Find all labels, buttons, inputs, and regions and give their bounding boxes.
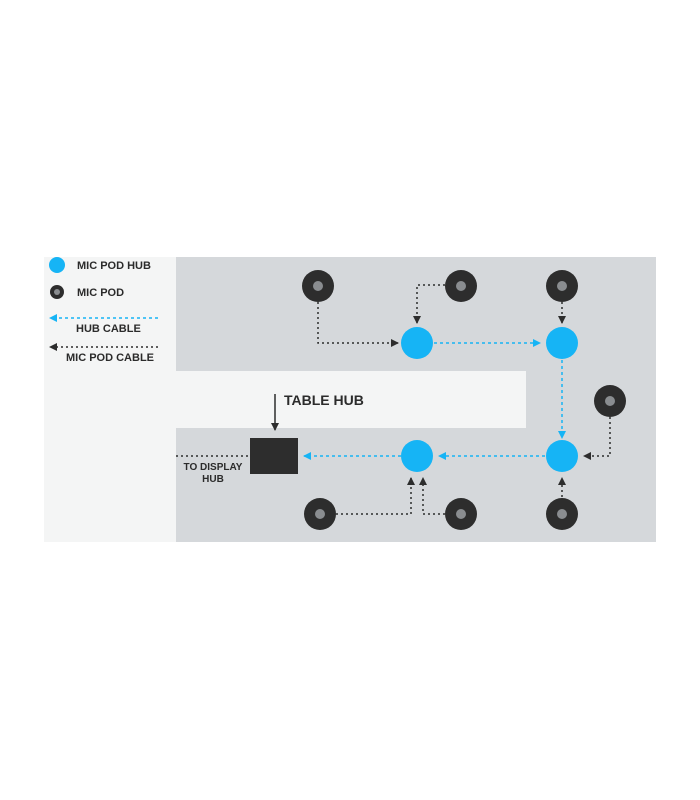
pod-cable-1 — [317, 302, 399, 347]
mic-pods — [302, 270, 626, 530]
mic-pod — [445, 498, 477, 530]
hub-cables — [303, 339, 566, 460]
table-hub-box — [250, 438, 298, 474]
legend-hub-label: MIC POD HUB — [77, 260, 151, 272]
legend-hub-cable-label: HUB CABLE — [76, 323, 141, 335]
mic-pod — [304, 498, 336, 530]
mic-pod — [546, 498, 578, 530]
mic-pod — [546, 270, 578, 302]
mic-pod — [594, 385, 626, 417]
mic-pod-hub — [546, 440, 578, 472]
legend: MIC POD HUB MIC POD HUB CABLE MIC POD CA… — [49, 257, 158, 364]
legend-pod-center — [54, 289, 60, 295]
legend-hub-swatch — [49, 257, 65, 273]
mic-pod-cables — [176, 284, 611, 515]
legend-pod-label: MIC POD — [77, 287, 124, 299]
to-display-label-line1: TO DISPLAY — [184, 462, 243, 473]
mic-pod-hub — [546, 327, 578, 359]
pod-cable-4 — [583, 417, 611, 460]
mic-pod-hub — [401, 440, 433, 472]
mic-pod — [302, 270, 334, 302]
legend-pod-cable-label: MIC POD CABLE — [66, 352, 154, 364]
pod-cable-7 — [419, 477, 445, 515]
table-hub-label: TABLE HUB — [284, 392, 364, 408]
table-notch — [176, 371, 526, 428]
mic-pod-hub — [401, 327, 433, 359]
mic-pod — [445, 270, 477, 302]
pod-cable-6 — [336, 477, 415, 515]
to-display-label-line2: HUB — [202, 474, 224, 485]
mic-pod-hubs — [401, 327, 578, 472]
